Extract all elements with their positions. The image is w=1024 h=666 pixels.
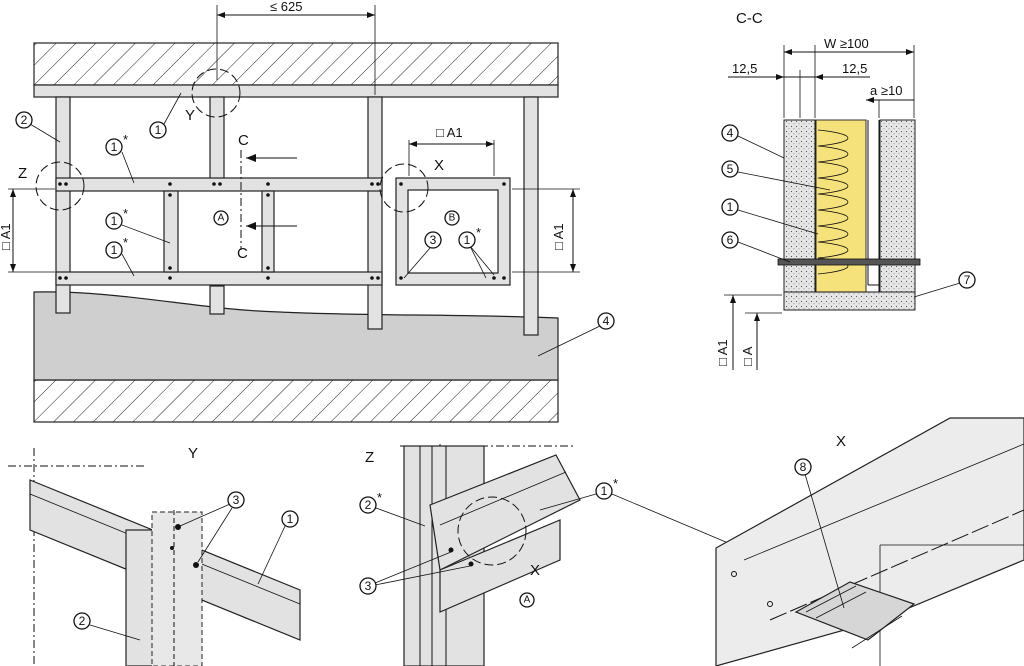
opening-a-label: A <box>218 213 225 224</box>
main-elevation: ≤ 625 □ A1 □ A1 □ A1 C C Y Z X <box>0 0 615 423</box>
callout-star: * <box>123 235 128 250</box>
stud <box>209 285 225 315</box>
callout-4-main: 4 <box>603 314 610 328</box>
floor-slab <box>33 379 559 423</box>
detail-label-z: Z <box>18 165 27 182</box>
callout-1star-b: 1 <box>111 214 118 228</box>
detail-z: Z X A 2 * 3 1 * <box>359 444 741 666</box>
callout-2-y: 2 <box>79 614 86 628</box>
seal-strip <box>777 258 921 266</box>
board-bottom <box>783 291 916 311</box>
detail-label-x: X <box>434 157 444 174</box>
dim-a1-right: □ A1 <box>551 223 566 250</box>
dim-a1-cc: □ A1 <box>715 339 730 366</box>
dim-width: W ≥100 <box>824 36 869 51</box>
screws <box>58 182 506 280</box>
dim-gap: a ≥10 <box>870 83 902 98</box>
callout-6: 6 <box>727 233 734 247</box>
detail-z-beam <box>429 454 581 571</box>
sill <box>55 271 383 286</box>
detail-circle-y <box>191 68 241 118</box>
detail-y-stud <box>125 529 157 666</box>
callout-1star-c: 1 <box>111 243 118 257</box>
callout-star: * <box>377 490 382 505</box>
section-cc: C-C W ≥100 12,5 12,5 a ≥10 <box>715 10 976 370</box>
section-c-top: C <box>238 132 249 149</box>
callout-1star-z: 1 <box>601 484 608 498</box>
callout-2: 2 <box>21 113 28 127</box>
dim-a1-top: □ A1 <box>436 125 463 140</box>
callout-7: 7 <box>964 273 971 287</box>
stud <box>209 96 225 183</box>
dim-board-left: 12,5 <box>732 61 757 76</box>
detail-y-title: Y <box>188 445 198 462</box>
detail-y: Y 3 1 2 <box>8 445 301 666</box>
stud <box>55 96 71 314</box>
detail-x-profile <box>715 417 1024 666</box>
detail-circle-z <box>35 161 85 211</box>
opening-b <box>407 189 499 274</box>
detail-y-stud-dashed <box>151 511 203 666</box>
stud <box>523 96 539 336</box>
detail-circle-x <box>379 163 429 213</box>
ceiling-slab <box>33 42 559 86</box>
callout-star: * <box>123 132 128 147</box>
board-right <box>879 119 916 311</box>
section-c-bottom: C <box>237 245 248 262</box>
floor-screed <box>33 291 559 381</box>
callout-1star-a: 1 <box>111 140 118 154</box>
callout-3-main: 3 <box>430 233 437 247</box>
board-left <box>783 119 816 311</box>
callout-5: 5 <box>727 162 734 176</box>
detail-x-title: X <box>836 433 846 450</box>
callout-1-y: 1 <box>287 512 294 526</box>
detail-z-title: Z <box>365 449 374 466</box>
detail-x: X 8 <box>715 417 1024 666</box>
opening-b-label: B <box>449 213 456 224</box>
detail-label-y: Y <box>185 107 195 124</box>
callout-8: 8 <box>800 460 807 474</box>
detail-z-opening-a: A <box>524 595 531 606</box>
top-track <box>33 84 559 98</box>
dim-board-right: 12,5 <box>842 61 867 76</box>
connector-piece <box>794 581 916 641</box>
callout-4-cc: 4 <box>727 126 734 140</box>
callout-1-cc: 1 <box>727 200 734 214</box>
callout-star: * <box>123 206 128 221</box>
jamb <box>163 190 179 273</box>
section-cc-title: C-C <box>736 10 763 27</box>
jamb <box>261 190 275 273</box>
callout-star: * <box>613 476 618 491</box>
callout-1-track: 1 <box>155 123 162 137</box>
callout-3-z: 3 <box>365 579 372 593</box>
detail-z-x-label: X <box>530 562 540 579</box>
callout-2star-z: 2 <box>365 498 372 512</box>
stud <box>367 96 383 330</box>
dim-a-cc: □ A <box>740 346 755 366</box>
callout-star: * <box>476 225 481 240</box>
dim-a1-left: □ A1 <box>0 223 13 250</box>
callout-3-y: 3 <box>233 493 240 507</box>
callout-1star-d: 1 <box>464 233 471 247</box>
dim-spacing: ≤ 625 <box>270 0 302 14</box>
